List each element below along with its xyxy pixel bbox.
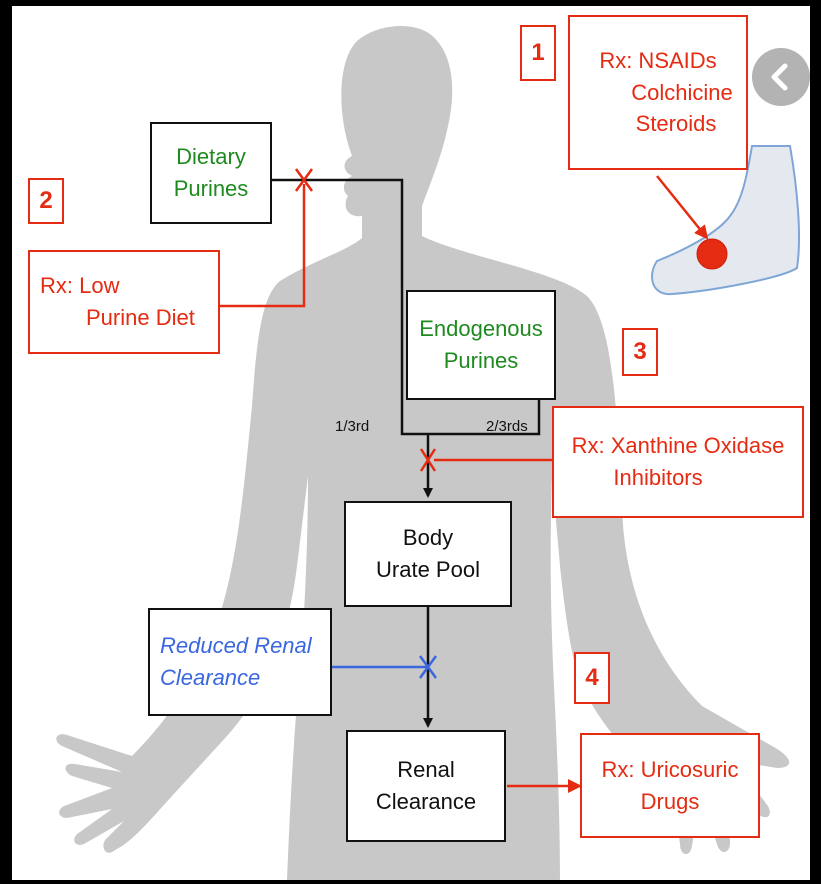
reduced-line2: Clearance <box>160 662 260 694</box>
rx1-line1: Rx: NSAIDs <box>599 45 716 77</box>
renal-line2: Clearance <box>376 786 476 818</box>
renal-clearance-box: Renal Clearance <box>346 730 506 842</box>
urate-line1: Body <box>403 522 453 554</box>
endogenous-line2: Purines <box>444 345 519 377</box>
one-third-label: 1/3rd <box>335 418 369 435</box>
step-1-badge: 1 <box>520 25 556 81</box>
inflamed-joint <box>697 239 727 269</box>
rx2-line2: Purine Diet <box>40 302 195 334</box>
endogenous-line1: Endogenous <box>419 313 543 345</box>
step-3-badge: 3 <box>622 328 658 376</box>
rx2-line1: Rx: Low <box>40 270 119 302</box>
rx3-line1: Rx: Xanthine Oxidase <box>572 430 785 462</box>
rx1-line3: Steroids <box>600 108 717 140</box>
rx3-line2: Inhibitors <box>613 462 742 494</box>
rx4-line1: Rx: Uricosuric <box>602 754 739 786</box>
urate-line2: Urate Pool <box>376 554 480 586</box>
reduced-renal-clearance-box: Reduced Renal Clearance <box>148 608 332 716</box>
reduced-line1: Reduced Renal <box>160 630 312 662</box>
rx-low-purine-box: Rx: Low Purine Diet <box>28 250 220 354</box>
two-thirds-label: 2/3rds <box>486 418 528 435</box>
chevron-left-icon <box>752 48 810 106</box>
rx4-line2: Drugs <box>641 786 700 818</box>
body-urate-pool-box: Body Urate Pool <box>344 501 512 607</box>
step-4-badge: 4 <box>574 652 610 704</box>
step-2-badge: 2 <box>28 178 64 224</box>
dietary-line1: Dietary <box>176 141 246 173</box>
rx1-line2: Colchicine <box>583 77 733 109</box>
rx-nsaids-box: Rx: NSAIDs Colchicine Steroids <box>568 15 748 170</box>
endogenous-purines-box: Endogenous Purines <box>406 290 556 400</box>
dietary-line2: Purines <box>174 173 249 205</box>
rx-xanthine-oxidase-box: Rx: Xanthine Oxidase Inhibitors <box>552 406 804 518</box>
rx-uricosuric-box: Rx: Uricosuric Drugs <box>580 733 760 838</box>
renal-line1: Renal <box>397 754 454 786</box>
previous-button[interactable] <box>752 48 810 106</box>
dietary-purines-box: Dietary Purines <box>150 122 272 224</box>
diagram-canvas: 1 2 3 4 Rx: NSAIDs Colchicine Steroids R… <box>12 6 810 880</box>
